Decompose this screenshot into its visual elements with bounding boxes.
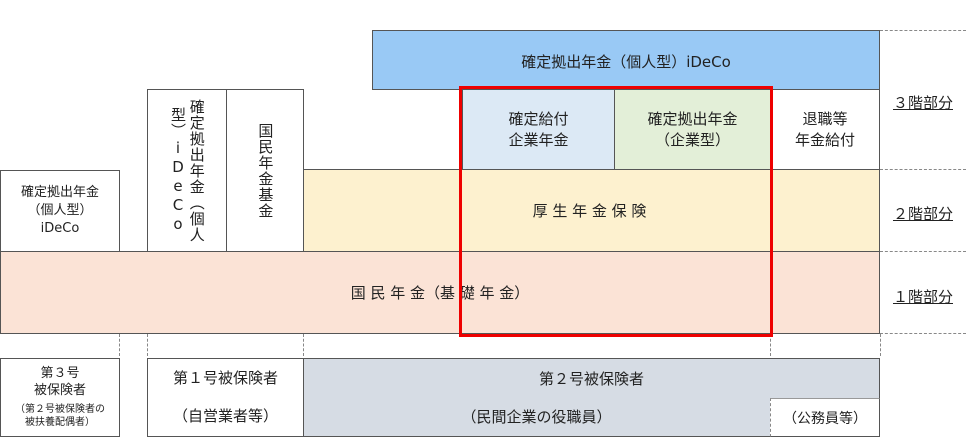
ideco-top-label: 確定拠出年金（個人型）iDeCo: [521, 53, 731, 71]
category3-box: 第３号 被保険者 （第２号被保険者の 被扶養配偶者）: [0, 358, 120, 437]
ideco-vertical-label: 確定拠出年金（個人型）iDeCo: [169, 98, 206, 243]
level2-label: ２階部分: [892, 205, 953, 223]
retirement-line2: 年金給付: [794, 130, 855, 149]
db-pension-line1: 確定給付: [508, 110, 569, 129]
category3-note1: （第２号被保険者の: [15, 404, 105, 416]
category1-box: 第１号被保険者 （自営業者等）: [147, 358, 304, 437]
db-pension-box: 確定給付 企業年金: [462, 89, 615, 170]
ideco-left-box: 確定拠出年金 （個人型） iDeCo: [0, 170, 120, 252]
kosei-nenkin-box: 厚 生 年 金 保 険: [303, 169, 880, 252]
public-servant-box: （公務員等）: [770, 398, 880, 437]
level3-guide-line: [880, 169, 966, 170]
guide-line-v1: [119, 334, 120, 356]
category1-sub: （自営業者等）: [172, 407, 278, 425]
guide-line-v3: [303, 334, 304, 356]
retirement-pension-box: 退職等 年金給付: [770, 89, 880, 170]
db-pension-line2: 企業年金: [508, 130, 569, 149]
retirement-line1: 退職等: [802, 110, 848, 129]
category3-line1: 第３号: [40, 365, 80, 381]
ideco-vertical-box: 確定拠出年金（個人型）iDeCo: [147, 89, 227, 252]
level1-guide-line: [880, 333, 966, 334]
kokumin-nenkin-label: 国 民 年 金（基 礎 年 金）: [350, 284, 530, 302]
kokumin-kikin-box: 国民年金基金: [226, 89, 304, 252]
category1-label: 第１号被保険者: [172, 369, 278, 387]
kokumin-kikin-label: 国民年金基金: [256, 122, 275, 219]
kokumin-nenkin-box: 国 民 年 金（基 礎 年 金）: [0, 251, 880, 334]
ideco-left-line2: （個人型）: [27, 202, 93, 218]
level3-label: ３階部分: [892, 94, 953, 112]
dc-corporate-line1: 確定拠出年金: [647, 110, 738, 129]
top-guide-line: [880, 30, 966, 31]
ideco-top-box: 確定拠出年金（個人型）iDeCo: [372, 30, 880, 90]
category3-line2: 被保険者: [33, 382, 86, 398]
ideco-left-line1: 確定拠出年金: [20, 184, 99, 200]
dc-corporate-box: 確定拠出年金 （企業型）: [614, 89, 771, 170]
highlight-frame: [459, 86, 773, 337]
level1-label: １階部分: [892, 288, 953, 306]
category3-note2: 被扶養配偶者）: [25, 417, 95, 429]
category2-sub: （民間企業の役職員）: [461, 408, 612, 426]
dc-corporate-line2: （企業型）: [654, 130, 730, 149]
guide-line-v4: [770, 334, 771, 356]
category2-label: 第２号被保険者: [538, 370, 644, 388]
guide-line-v2: [147, 334, 148, 356]
guide-line-v6: [880, 334, 881, 356]
public-servant-label: （公務員等）: [783, 410, 867, 427]
ideco-left-line3: iDeCo: [40, 221, 80, 237]
kosei-nenkin-label: 厚 生 年 金 保 険: [532, 202, 647, 220]
level2-guide-line: [880, 251, 966, 252]
